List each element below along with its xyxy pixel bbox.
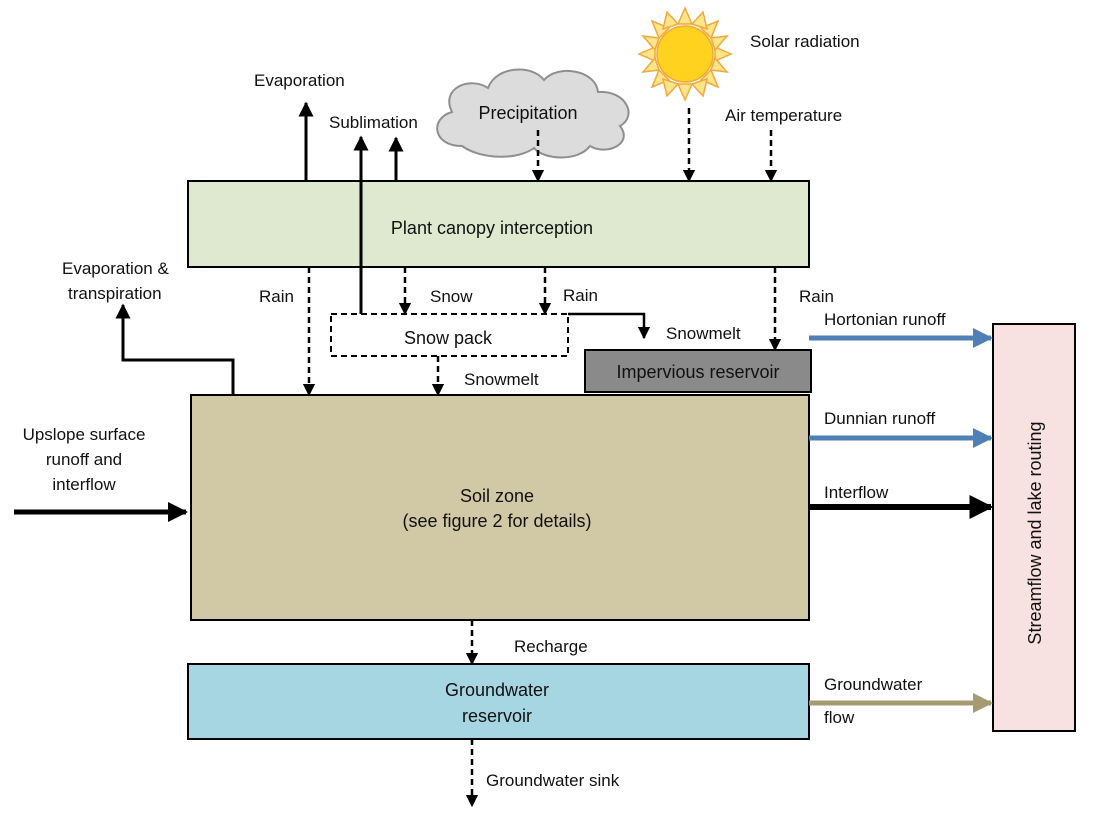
gw-flow-label-2: flow [824, 708, 855, 727]
impervious-label: Impervious reservoir [616, 362, 779, 382]
upslope-label-1: Upslope surface [23, 425, 146, 444]
snow-pack-label: Snow pack [404, 328, 493, 348]
soil-zone-box [190, 394, 810, 621]
snowmelt-lower-label: Snowmelt [464, 370, 539, 389]
streamflow-box [992, 323, 1076, 732]
interflow-label: Interflow [824, 483, 889, 502]
evap-transp-label-2: transpiration [68, 284, 162, 303]
upslope-label-3: interflow [52, 475, 116, 494]
soil-zone-note: (see figure 2 for details) [402, 511, 591, 531]
snowmelt-upper-label: Snowmelt [666, 324, 741, 343]
evaporation-label: Evaporation [254, 71, 345, 90]
evap-transp-arrow [115, 303, 235, 395]
hortonian-label: Hortonian runoff [824, 310, 946, 329]
sun-icon [637, 6, 733, 102]
soil-zone-label: Soil zone [460, 486, 534, 506]
solar-radiation-label: Solar radiation [750, 32, 860, 51]
dunnian-label: Dunnian runoff [824, 409, 935, 428]
snow-label: Snow [430, 287, 473, 306]
groundwater-label-2: reservoir [462, 706, 532, 726]
streamflow-label: Streamflow and lake routing [1025, 421, 1045, 644]
snowmelt-upper-arrow [568, 312, 651, 340]
canopy-label: Plant canopy interception [391, 218, 593, 238]
sublimation-label: Sublimation [329, 113, 418, 132]
air-temperature-label: Air temperature [725, 106, 842, 125]
groundwater-reservoir-box [187, 663, 810, 740]
snow-pack-box [330, 313, 569, 357]
precipitation-label: Precipitation [478, 103, 577, 123]
gw-flow-label-1: Groundwater [824, 675, 923, 694]
groundwater-label-1: Groundwater [445, 680, 549, 700]
rain-mid-label: Rain [563, 286, 598, 305]
rain-left-label: Rain [259, 287, 294, 306]
groundwater-sink-label: Groundwater sink [486, 771, 620, 790]
rain-right-label: Rain [799, 287, 834, 306]
impervious-reservoir-box [584, 349, 812, 393]
upslope-label-2: runoff and [46, 450, 122, 469]
plant-canopy-box [187, 180, 810, 268]
evap-transp-label-1: Evaporation & [62, 259, 169, 278]
cloud-icon [436, 68, 630, 159]
recharge-label: Recharge [514, 637, 588, 656]
